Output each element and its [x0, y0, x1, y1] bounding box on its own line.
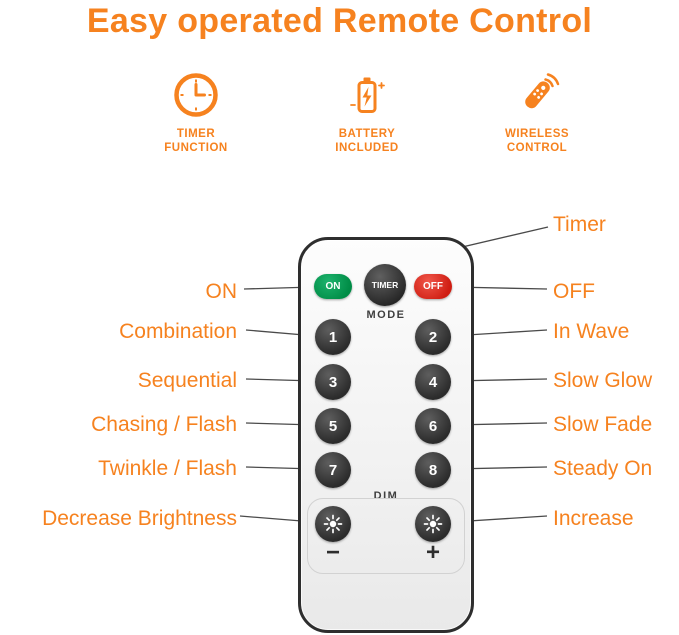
feature-battery-included: BATTERY INCLUDED — [307, 70, 427, 155]
label-decrease-brightness: Decrease Brightness — [42, 507, 237, 530]
mode-button-5: 5 — [315, 408, 351, 444]
feature-label-line2: FUNCTION — [164, 142, 228, 154]
brightness-down-button — [315, 506, 351, 542]
brightness-up-button — [415, 506, 451, 542]
feature-label-line1: TIMER — [176, 128, 216, 140]
feature-label-line1: WIRELESS — [504, 128, 570, 140]
feature-label-line1: BATTERY — [338, 128, 396, 140]
sun-icon — [423, 514, 443, 534]
remote-icon — [477, 70, 597, 120]
minus-label: − — [325, 539, 340, 566]
label-off: OFF — [553, 280, 595, 303]
sun-icon — [323, 514, 343, 534]
label-twinkle-flash: Twinkle / Flash — [98, 457, 237, 480]
label-in-wave: In Wave — [553, 320, 630, 343]
page-title: Easy operated Remote Control — [86, 2, 593, 40]
feature-label-line2: INCLUDED — [335, 142, 399, 154]
mode-button-6: 6 — [415, 408, 451, 444]
label-steady-on: Steady On — [553, 457, 653, 480]
plus-label: + — [425, 539, 440, 566]
label-sequential: Sequential — [137, 369, 237, 392]
label-on: ON — [205, 280, 238, 303]
feature-label-timer: TIMER FUNCTION — [136, 127, 256, 155]
feature-wireless-control: WIRELESS CONTROL — [477, 70, 597, 155]
label-increase: Increase — [553, 507, 634, 530]
feature-timer-function: TIMER FUNCTION — [136, 70, 256, 155]
dim-label: DIM — [373, 490, 399, 502]
label-slow-fade: Slow Fade — [553, 413, 653, 436]
feature-label-line2: CONTROL — [506, 142, 568, 154]
off-button: OFF — [414, 274, 452, 299]
clock-icon — [136, 70, 256, 120]
mode-button-7: 7 — [315, 452, 351, 488]
timer-button: TIMER — [364, 264, 406, 306]
feature-label-wireless: WIRELESS CONTROL — [477, 127, 597, 155]
mode-button-2: 2 — [415, 319, 451, 355]
label-combination: Combination — [119, 320, 237, 343]
dim-panel — [307, 498, 465, 574]
label-chasing-flash: Chasing / Flash — [91, 413, 237, 436]
mode-button-4: 4 — [415, 364, 451, 400]
on-button: ON — [314, 274, 352, 299]
mode-label: MODE — [366, 309, 406, 321]
remote-control: ON TIMER OFF MODE 1 2 3 4 5 6 7 8 DIM — [298, 237, 474, 633]
label-timer: Timer — [553, 213, 606, 236]
mode-button-1: 1 — [315, 319, 351, 355]
feature-label-battery: BATTERY INCLUDED — [307, 127, 427, 155]
mode-button-8: 8 — [415, 452, 451, 488]
label-slow-glow: Slow Glow — [553, 369, 653, 392]
battery-icon — [307, 70, 427, 120]
mode-button-3: 3 — [315, 364, 351, 400]
